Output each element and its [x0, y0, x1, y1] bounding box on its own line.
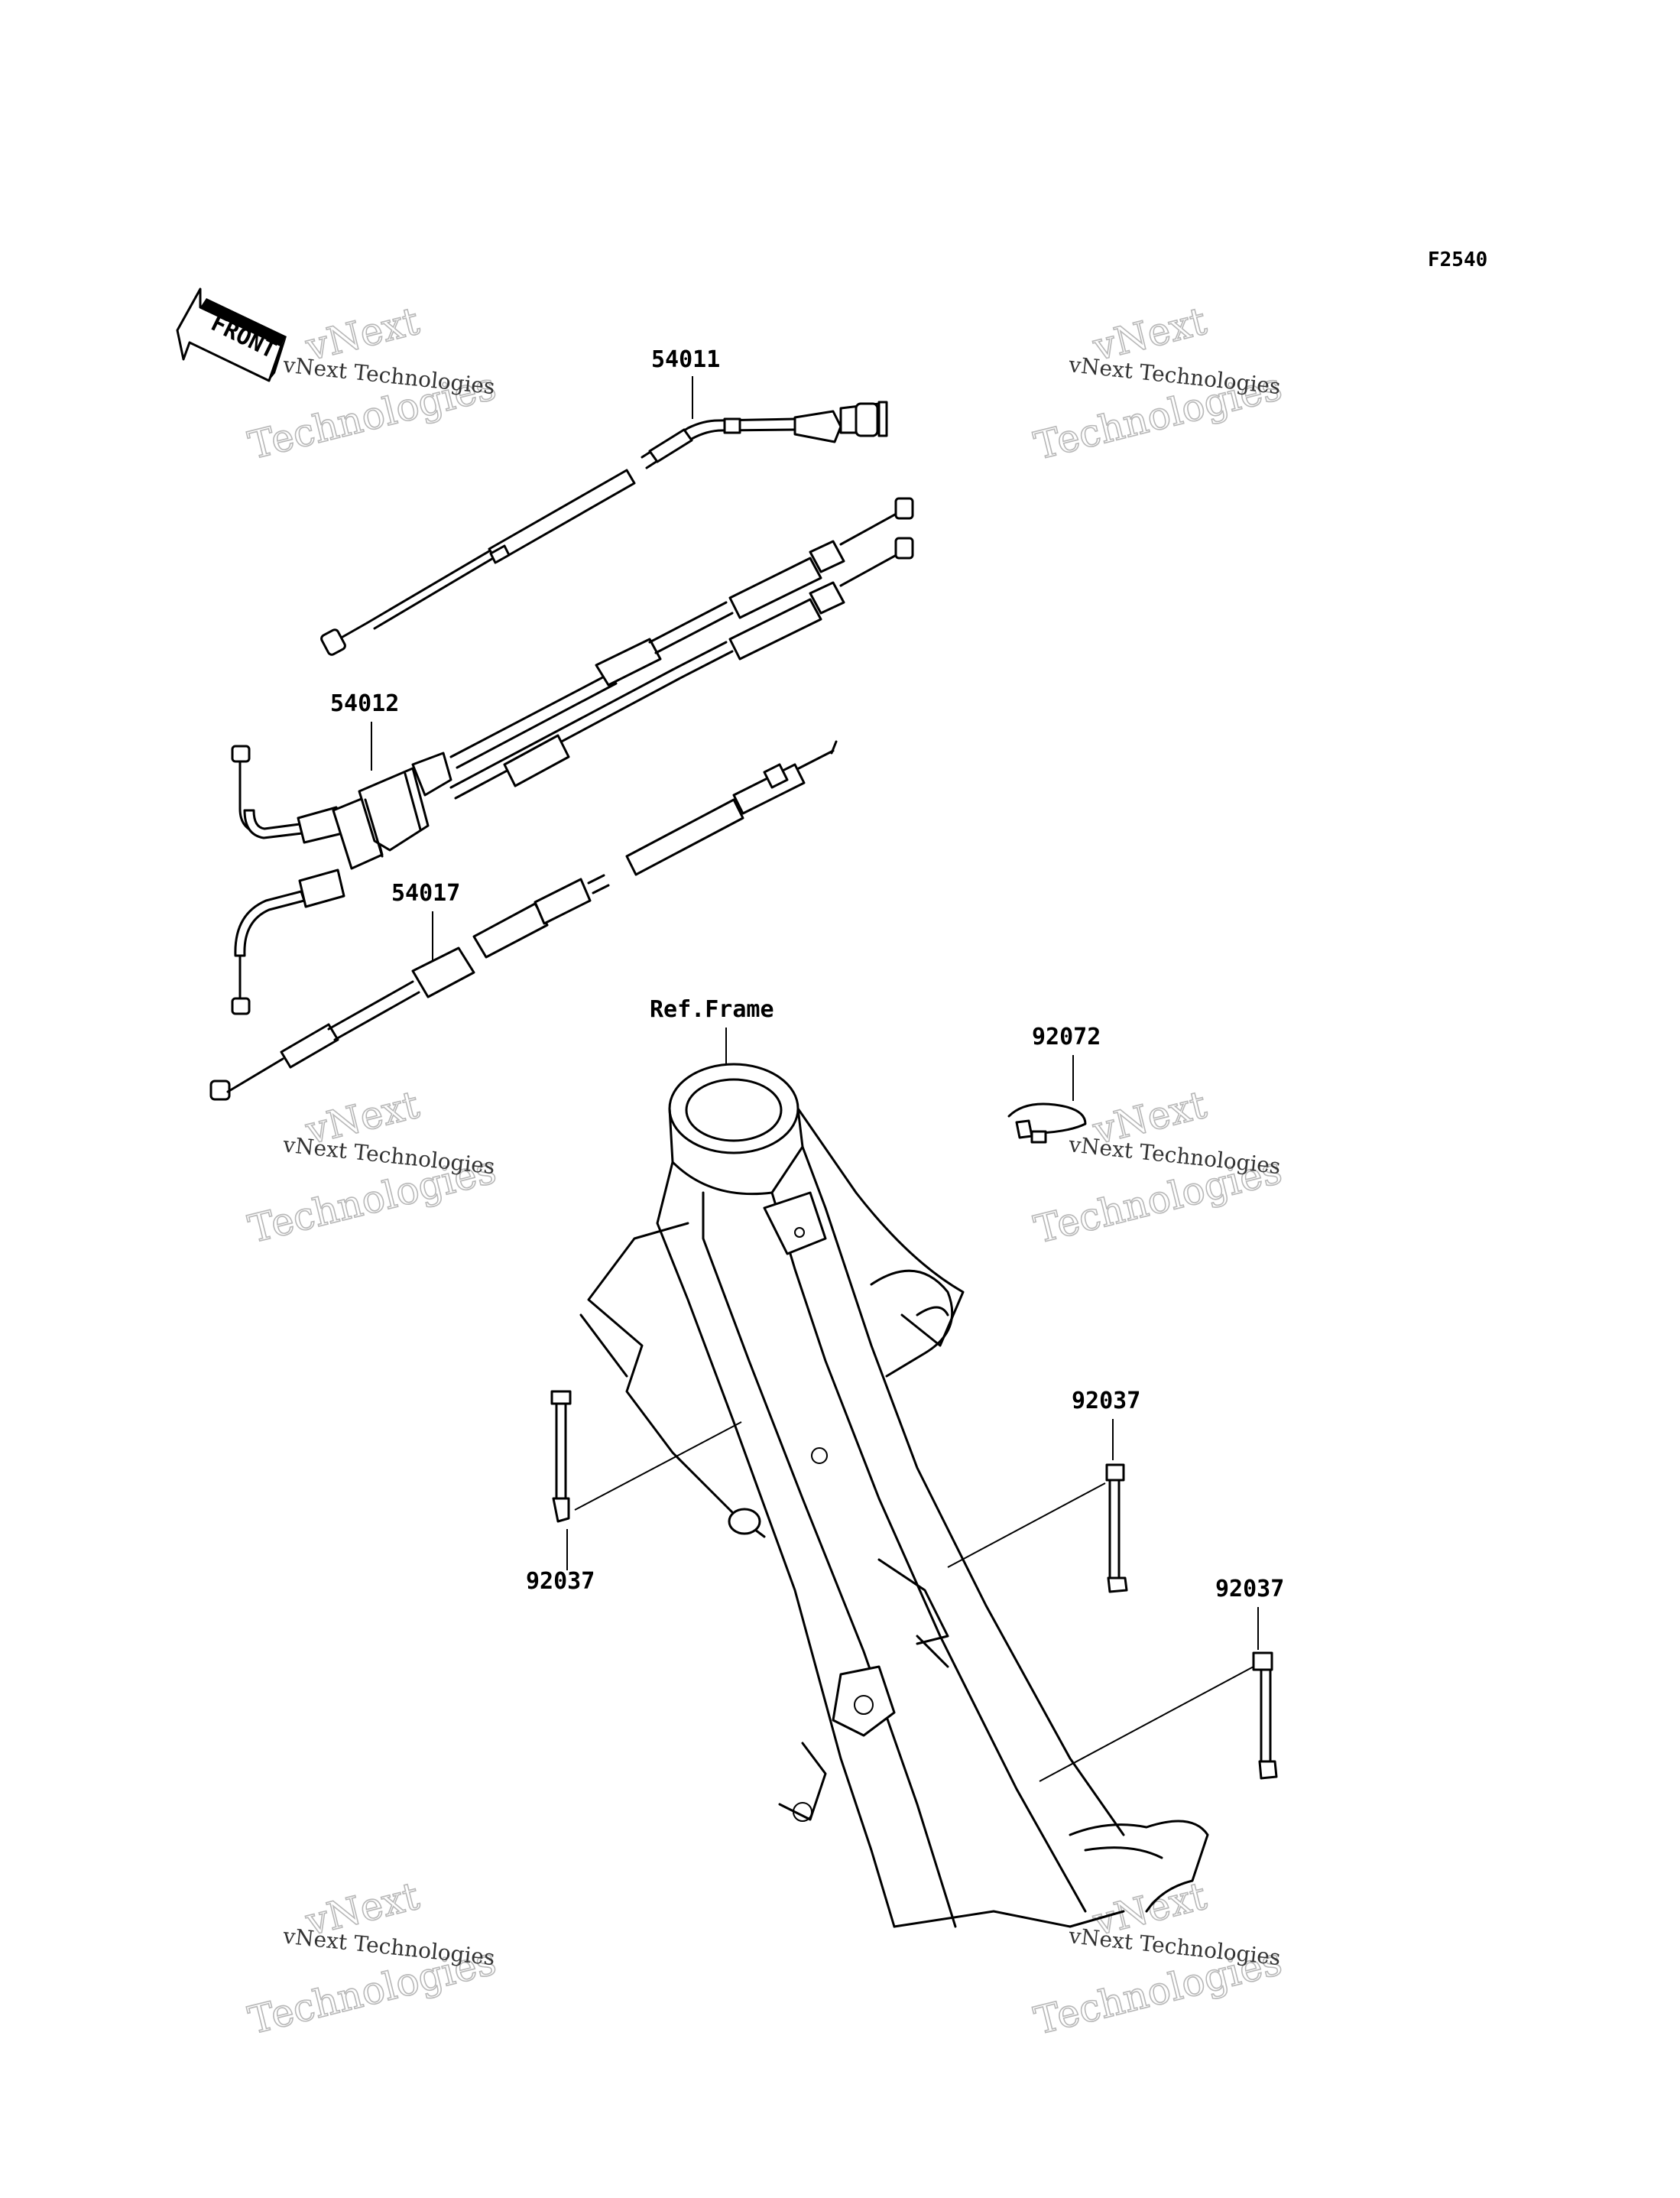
watermark-bottom-left: vNext Technologies vNext Technologies	[244, 1873, 501, 2044]
svg-text:vNext Technologies: vNext Technologies	[1067, 1131, 1282, 1179]
figure-code: F2540	[1428, 248, 1487, 271]
cable-54011: 54011	[320, 346, 888, 656]
clamp-92072: 92072	[1007, 1024, 1101, 1144]
label-92072: 92072	[1032, 1024, 1101, 1050]
label-54011: 54011	[651, 346, 720, 373]
label-92037-left: 92037	[526, 1568, 595, 1595]
label-ref-frame: Ref.Frame	[650, 996, 774, 1023]
front-arrow-icon: FRONT	[176, 287, 287, 382]
cable-54017: 54017	[209, 740, 838, 1101]
label-54017: 54017	[391, 880, 460, 907]
svg-text:vNext Technologies: vNext Technologies	[1067, 1923, 1282, 1970]
watermark-top-right: vNext Technologies vNext Technologies	[1030, 298, 1287, 469]
band-92037-mid: 92037	[947, 1388, 1140, 1593]
label-54012: 54012	[330, 690, 399, 717]
label-92037-mid: 92037	[1072, 1388, 1140, 1414]
band-92037-right: 92037	[1039, 1576, 1284, 1782]
frame-drawing: Ref.Frame	[579, 996, 1209, 1928]
label-92037-right: 92037	[1215, 1576, 1284, 1602]
watermark-mid-left: vNext Technologies vNext Technologies	[244, 1082, 501, 1252]
cable-54012: 54012	[231, 497, 914, 1015]
band-92037-left: 92037	[526, 1390, 742, 1595]
watermark-top-left: vNext Technologies vNext Technologies	[244, 298, 501, 469]
